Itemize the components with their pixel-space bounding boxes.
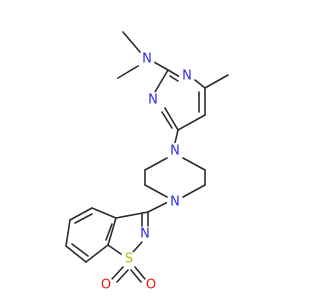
- bonds: [65, 31, 229, 283]
- atom-labels: N N N N N N S O: [98, 51, 195, 293]
- bond-c2-n3-double: [169, 75, 179, 82]
- bond-benz-3: [65, 219, 71, 247]
- atom-n-piperazine-bottom-label: N: [170, 195, 180, 210]
- bond-benz-4-double: [71, 243, 89, 257]
- atom-n-amine: N: [139, 51, 155, 67]
- bond-s-c7a: [107, 244, 122, 255]
- bond-pip-4: [144, 157, 168, 171]
- atom-n-pyrimidine-3-label: N: [182, 69, 192, 84]
- bond-s-o-right: [134, 266, 146, 280]
- bond-amine-c2: [153, 61, 169, 71]
- bond-benz-4: [65, 245, 87, 263]
- atom-n-isothiazole-label: N: [140, 227, 150, 242]
- bond-npip-c3: [147, 201, 169, 213]
- atom-o-left-label: O: [101, 278, 111, 293]
- bond-pip-1: [182, 157, 206, 171]
- atom-n-pyrimidine-1: N: [145, 92, 161, 108]
- atom-n-pyrimidine-1-label: N: [148, 93, 158, 108]
- bond-c2-n3: [167, 69, 181, 78]
- bond-c6-n1-double: [161, 111, 173, 129]
- bond-c6-n1: [164, 107, 179, 131]
- atom-s-sulfonyl-label: S: [125, 252, 133, 267]
- bond-c3a-c3: [115, 211, 149, 219]
- bond-methyl-a: [122, 31, 141, 53]
- atom-o-right: O: [143, 277, 159, 293]
- bond-n3-c4: [194, 79, 206, 89]
- bond-benz-1: [91, 207, 117, 219]
- atom-n-pyrimidine-3: N: [179, 68, 195, 84]
- atom-o-left: O: [98, 277, 114, 293]
- molecule-diagram: N N N N N N S O: [65, 31, 229, 293]
- bond-n-s: [132, 241, 143, 253]
- bond-benz-2-double: [74, 213, 93, 224]
- atom-o-right-label: O: [146, 278, 156, 293]
- bond-c7a-c3a: [107, 217, 117, 246]
- bond-benz-inner: [105, 223, 113, 241]
- bond-c4-methyl: [204, 74, 229, 89]
- bond-s-o-left: [111, 266, 124, 280]
- atom-n-isothiazole: N: [137, 226, 153, 242]
- bond-n1-c2: [154, 69, 169, 93]
- bond-benz-2: [69, 207, 93, 221]
- atom-n-piperazine-bottom: N: [167, 194, 183, 210]
- bond-pip-6: [144, 184, 168, 198]
- bond-methyl-b: [117, 65, 139, 79]
- bond-c6-npip: [174, 129, 179, 144]
- atom-s-sulfonyl: S: [121, 251, 137, 267]
- atom-n-piperazine-top-label: N: [170, 144, 180, 159]
- bond-pip-3: [182, 184, 206, 198]
- bond-s-o-left-double: [116, 269, 129, 283]
- atom-n-piperazine-top: N: [167, 143, 183, 159]
- bond-s-o-right-double: [130, 269, 142, 283]
- bond-benz-5: [85, 244, 109, 263]
- bond-c5-c6: [177, 114, 206, 131]
- structure-canvas: N N N N N N S O: [65, 31, 229, 293]
- atom-n-amine-label: N: [142, 52, 152, 67]
